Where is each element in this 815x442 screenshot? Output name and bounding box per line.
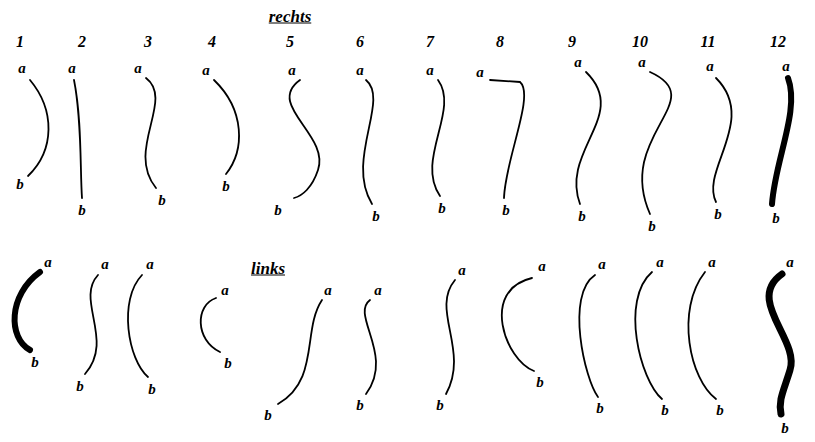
curve bbox=[128, 275, 148, 377]
endpoint-label: b bbox=[578, 209, 586, 224]
endpoint-label: a bbox=[782, 59, 790, 74]
curve bbox=[635, 272, 662, 399]
endpoint-label: b bbox=[78, 203, 86, 218]
endpoint-label: b bbox=[158, 193, 166, 208]
endpoint-label: a bbox=[574, 55, 582, 70]
endpoint-label: a bbox=[146, 257, 154, 272]
endpoint-label: b bbox=[372, 209, 380, 224]
endpoint-label: a bbox=[101, 257, 109, 272]
figure-number: 6 bbox=[356, 34, 364, 50]
endpoint-label: a bbox=[18, 61, 26, 76]
curve bbox=[432, 80, 444, 196]
endpoint-label: a bbox=[638, 55, 646, 70]
endpoint-label: b bbox=[436, 398, 444, 413]
curve bbox=[502, 278, 534, 371]
endpoint-label: a bbox=[221, 283, 229, 298]
curve bbox=[85, 275, 98, 374]
endpoint-label: b bbox=[502, 203, 510, 218]
endpoint-label: b bbox=[356, 398, 364, 413]
endpoint-label: a bbox=[598, 257, 606, 272]
endpoint-label: a bbox=[374, 283, 382, 298]
endpoint-label: a bbox=[708, 255, 716, 270]
endpoint-label: b bbox=[661, 403, 669, 418]
figure-number: 3 bbox=[144, 34, 152, 50]
curve bbox=[713, 78, 731, 202]
side-heading: links bbox=[251, 260, 285, 277]
curve bbox=[15, 272, 40, 350]
figure-number: 2 bbox=[78, 34, 86, 50]
curve bbox=[446, 280, 455, 394]
endpoint-label: a bbox=[134, 61, 142, 76]
curve bbox=[490, 80, 524, 198]
curve bbox=[145, 78, 156, 188]
endpoint-label: a bbox=[356, 63, 364, 78]
endpoint-label: b bbox=[714, 207, 722, 222]
curve bbox=[769, 274, 791, 414]
endpoint-label: a bbox=[476, 65, 484, 80]
endpoint-label: a bbox=[656, 255, 664, 270]
curve bbox=[74, 80, 82, 198]
endpoint-label: a bbox=[202, 63, 210, 78]
endpoint-label: b bbox=[781, 421, 789, 436]
endpoint-label: b bbox=[438, 201, 446, 216]
curve bbox=[28, 80, 49, 176]
side-heading: rechts bbox=[269, 8, 312, 25]
figure-number: 9 bbox=[568, 34, 576, 50]
curve bbox=[365, 300, 376, 394]
curve bbox=[688, 272, 716, 399]
endpoint-label: b bbox=[264, 408, 272, 423]
endpoint-label: b bbox=[224, 356, 232, 371]
curve bbox=[214, 80, 239, 174]
endpoint-label: a bbox=[786, 255, 794, 270]
curve bbox=[579, 275, 598, 397]
endpoint-label: b bbox=[536, 375, 544, 390]
figure-number: 7 bbox=[426, 34, 434, 50]
endpoint-label: a bbox=[68, 61, 76, 76]
endpoint-label: b bbox=[148, 382, 156, 397]
endpoint-label: a bbox=[706, 59, 714, 74]
endpoint-label: b bbox=[31, 355, 39, 370]
endpoint-label: a bbox=[426, 63, 434, 78]
curve bbox=[576, 72, 600, 204]
endpoint-label: b bbox=[16, 177, 24, 192]
curve bbox=[201, 298, 220, 352]
endpoint-label: b bbox=[648, 219, 656, 234]
endpoint-label: a bbox=[538, 259, 546, 274]
endpoint-label: a bbox=[324, 283, 332, 298]
endpoint-label: b bbox=[716, 403, 724, 418]
figure-number: 11 bbox=[700, 34, 715, 50]
endpoint-label: b bbox=[222, 179, 230, 194]
endpoint-label: b bbox=[596, 401, 604, 416]
endpoint-label: a bbox=[288, 63, 296, 78]
curve bbox=[772, 78, 791, 204]
curve bbox=[363, 80, 373, 204]
figure-number: 1 bbox=[16, 34, 24, 50]
curve bbox=[290, 80, 320, 198]
endpoint-label: a bbox=[44, 255, 52, 270]
figure-number: 8 bbox=[496, 34, 504, 50]
figure-number: 10 bbox=[632, 34, 648, 50]
endpoint-label: b bbox=[76, 379, 84, 394]
curve bbox=[278, 300, 322, 404]
figure-number: 12 bbox=[770, 34, 786, 50]
endpoint-label: a bbox=[458, 263, 466, 278]
curve bbox=[642, 72, 671, 214]
figure-number: 4 bbox=[208, 34, 216, 50]
figure-number: 5 bbox=[286, 34, 294, 50]
endpoint-label: b bbox=[772, 211, 780, 226]
endpoint-label: b bbox=[274, 203, 282, 218]
